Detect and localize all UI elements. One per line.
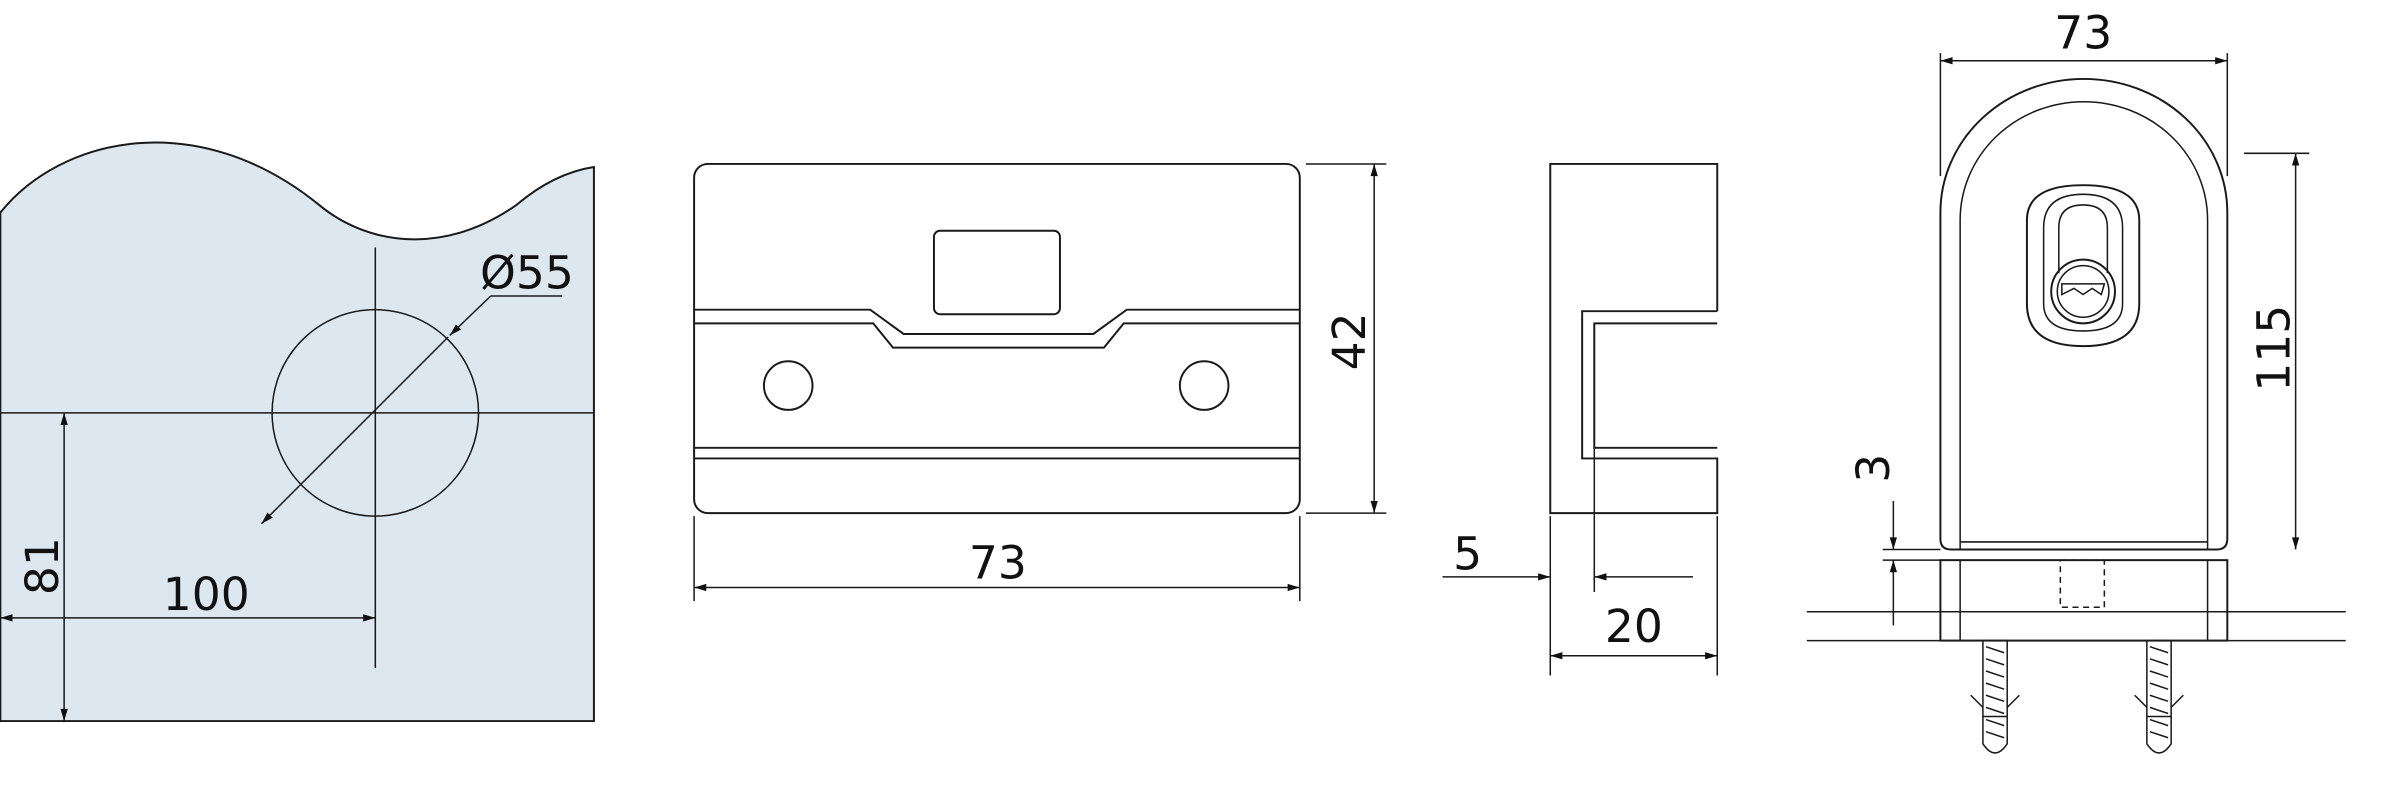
key-icon	[2061, 283, 2106, 296]
gap-label: 3	[1847, 454, 1900, 483]
height-label: 115	[2248, 305, 2301, 392]
lock-body-installed	[1939, 77, 2229, 551]
installed-view: 73 115 3	[1806, 7, 2346, 754]
screw-hole-right	[1178, 360, 1230, 411]
depth-label: 20	[1605, 600, 1663, 653]
width-label: 73	[969, 536, 1027, 589]
height-label: 81	[16, 537, 69, 595]
screw-hole-left	[762, 360, 814, 411]
side-view: 5 20	[1442, 162, 1719, 676]
diameter-leader	[260, 336, 449, 525]
lock-body-front	[693, 162, 1301, 515]
wall-label: 5	[1453, 527, 1482, 580]
glass-panel	[0, 141, 595, 723]
hidden-pin	[2059, 559, 2106, 608]
key-cylinder	[2050, 258, 2116, 325]
height-label: 42	[1323, 312, 1376, 370]
diameter-label: Ø55	[480, 246, 574, 299]
wall-plug-screw-right	[2134, 639, 2184, 754]
wall-plug-screw-left	[1970, 639, 2020, 754]
front-view: 42 73	[693, 162, 1387, 602]
offset-label: 100	[163, 568, 250, 621]
base-plate	[1939, 559, 2229, 642]
glass-cutout-view: Ø55 81 100	[0, 141, 595, 723]
width-label: 73	[2054, 7, 2112, 60]
lock-body-side	[1549, 162, 1719, 515]
lock-escutcheon	[2025, 184, 2141, 348]
window	[932, 229, 1061, 316]
